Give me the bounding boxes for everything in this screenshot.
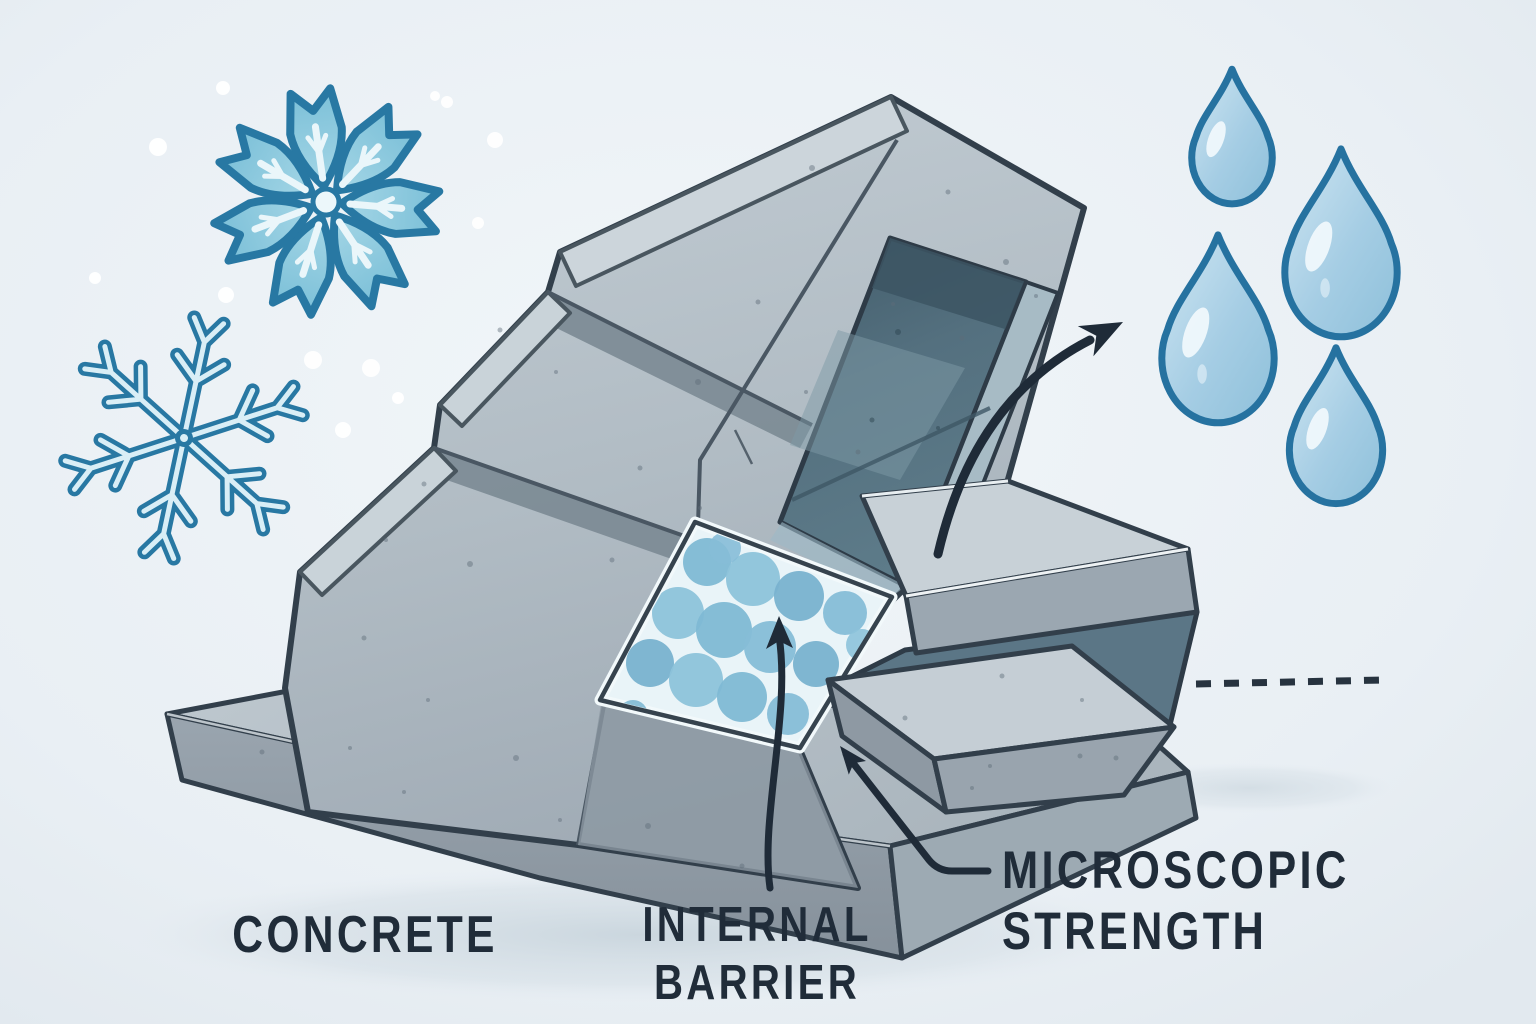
- label-microscopic-strength-line2: STRENGTH: [1002, 902, 1267, 961]
- water-drop-icon: [1192, 69, 1273, 204]
- label-concrete: CONCRETE: [232, 906, 498, 964]
- internal-barrier-pointer: [764, 616, 793, 892]
- water-drops: [1162, 69, 1397, 503]
- cavity-speckles: [869, 329, 940, 430]
- escape-arrow-icon: [933, 322, 1123, 559]
- label-barrier-text: BARRIER: [654, 955, 860, 1010]
- label-concrete-text: CONCRETE: [232, 906, 498, 964]
- water-drop-icon: [1289, 348, 1382, 504]
- internal-barrier-honeycomb: [594, 516, 898, 754]
- snowflake-icon: [46, 297, 323, 580]
- label-internal-text: INTERNAL: [642, 897, 871, 952]
- label-microscopic-strength-line1: MICROSCOPIC: [1002, 841, 1349, 900]
- snow-dots: [89, 81, 503, 438]
- snowflake-icon: [197, 84, 456, 329]
- label-microscopic-text: MICROSCOPIC: [1002, 841, 1349, 900]
- concrete-top-slabs: [825, 478, 1200, 815]
- label-internal-barrier-line2: BARRIER: [654, 955, 860, 1010]
- water-drop-icon: [1162, 235, 1274, 423]
- label-internal-barrier-line1: INTERNAL: [642, 897, 871, 952]
- dashed-line-icon: [1195, 676, 1385, 688]
- concrete-block: [164, 94, 1200, 961]
- honeycomb-cells: [618, 532, 878, 735]
- label-strength-text: STRENGTH: [1002, 902, 1267, 961]
- microscopic-strength-pointer: [840, 746, 992, 875]
- water-drop-icon: [1285, 149, 1397, 337]
- concrete-speckles: [259, 165, 1119, 869]
